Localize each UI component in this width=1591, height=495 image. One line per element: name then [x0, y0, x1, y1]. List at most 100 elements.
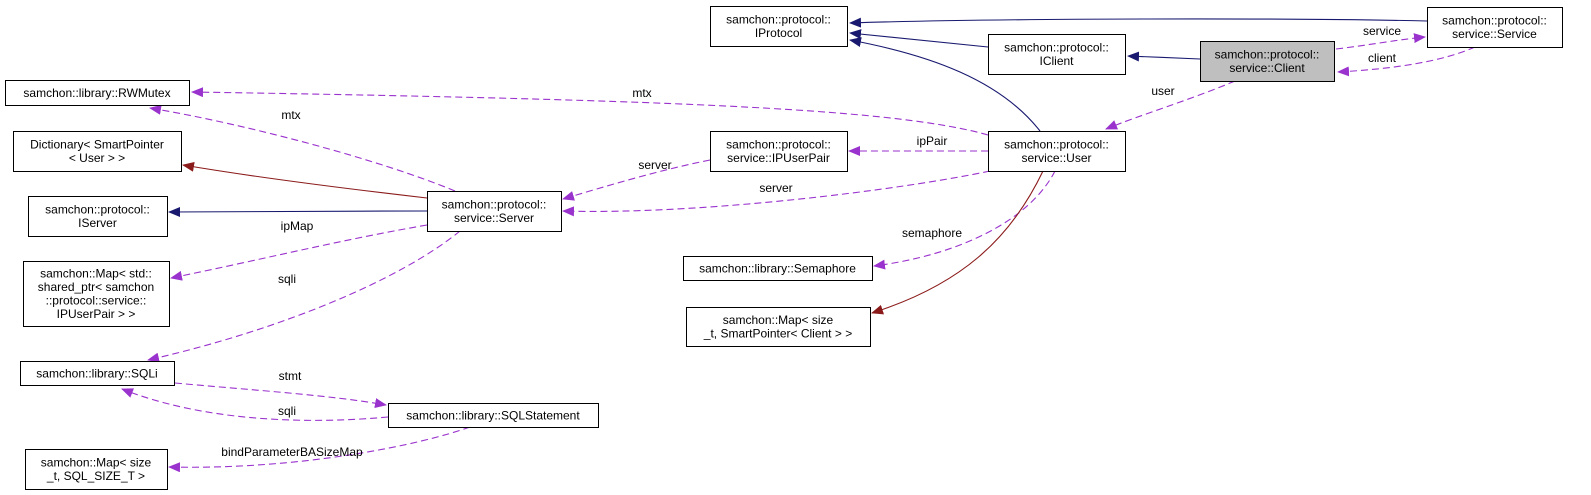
edge-label-user-semaphore: semaphore [902, 226, 962, 240]
class-node-dictionary[interactable]: Dictionary< SmartPointer< User > > [13, 131, 182, 172]
edge-sqlstatement-sqli [121, 388, 389, 421]
edge-label-user-server: server [759, 181, 792, 195]
edge-service-iprotocol [849, 17, 1428, 28]
edge-labels-layer: service client user mtx ipPair server server se… [221, 24, 1401, 459]
class-node-label-line: service::User [1021, 151, 1091, 165]
class-node-semaphore[interactable]: samchon::library::Semaphore [683, 256, 873, 281]
class-node-box [710, 131, 848, 172]
class-node-box [25, 449, 168, 490]
edge-user-semaphore [873, 170, 1056, 270]
class-node-box [686, 307, 871, 347]
class-node-ipuserpair[interactable]: samchon::protocol::service::IPUserPair [710, 131, 848, 172]
edge-label-service-client: client [1368, 51, 1397, 65]
class-node-label-line: samchon::protocol:: [1442, 14, 1547, 28]
edge-label-server-map_ipuserpair: ipMap [281, 219, 314, 233]
class-node-label-line: IProtocol [755, 26, 802, 40]
edge-label-user-rwmutex: mtx [632, 86, 651, 100]
class-node-label-line: IClient [1039, 54, 1074, 68]
class-node-label-line: service::IPUserPair [727, 151, 830, 165]
edge-label-client-service: service [1363, 24, 1401, 38]
class-node-server[interactable]: samchon::protocol::service::Server [427, 191, 562, 232]
class-node-label-line: samchon::Map< size [41, 456, 152, 470]
edge-sqlstatement-map_sql_size [168, 426, 471, 473]
class-node-box [5, 80, 190, 106]
class-node-box [388, 403, 599, 428]
edge-user-iprotocol [849, 37, 1041, 132]
class-node-label-line: _t, SQL_SIZE_T > [46, 469, 145, 483]
class-node-iclient[interactable]: samchon::protocol::IClient [988, 34, 1126, 75]
class-node-label-line: samchon::protocol:: [1004, 41, 1109, 55]
class-node-label-line: samchon::Map< std:: [40, 267, 152, 281]
edge-label-sqlstatement-sqli: sqli [278, 404, 296, 418]
class-node-sqlstatement[interactable]: samchon::library::SQLStatement [388, 403, 599, 428]
edge-server-sqli [147, 230, 461, 363]
class-node-sqli[interactable]: samchon::library::SQLi [20, 361, 175, 386]
edge-user-server [562, 170, 991, 217]
edge-server-dictionary [182, 161, 428, 199]
edge-label-sqli-sqlstatement: stmt [279, 369, 302, 383]
nodes-layer: samchon::protocol::service::Clientsamcho… [5, 6, 1563, 490]
class-node-label-line: samchon::Map< size [723, 313, 834, 327]
class-node-iprotocol[interactable]: samchon::protocol::IProtocol [710, 6, 848, 47]
edge-server-iserver [168, 206, 428, 217]
class-node-label-line: ::protocol::service:: [46, 294, 147, 308]
class-node-label-line: samchon::protocol:: [726, 13, 831, 27]
class-node-box [20, 361, 175, 386]
class-node-label-line: service::Service [1452, 27, 1537, 41]
class-node-box [988, 34, 1126, 75]
edge-label-client-user: user [1151, 84, 1174, 98]
class-node-label-line: samchon::protocol:: [45, 203, 150, 217]
class-node-label-line: samchon::library::SQLStatement [406, 408, 580, 422]
class-node-label-line: service::Client [1229, 61, 1305, 75]
class-node-box [988, 131, 1126, 172]
edge-label-sqlstatement-map_sql_size: bindParameterBASizeMap [221, 445, 363, 459]
edge-service-client [1337, 46, 1476, 77]
edge-label-server-sqli: sqli [278, 272, 296, 286]
class-node-label-line: Dictionary< SmartPointer [30, 138, 164, 152]
class-node-user[interactable]: samchon::protocol::service::User [988, 131, 1126, 172]
class-node-label-line: samchon::library::SQLi [36, 366, 157, 380]
class-node-box [1200, 41, 1335, 82]
class-node-label-line: samchon::protocol:: [442, 198, 547, 212]
edge-client-user [1105, 80, 1236, 130]
edge-sqli-sqlstatement [174, 382, 387, 408]
class-node-rwmutex[interactable]: samchon::library::RWMutex [5, 80, 190, 106]
class-node-box [28, 196, 168, 237]
class-node-label-line: _t, SmartPointer< Client > > [703, 327, 852, 341]
edge-client-service [1335, 33, 1426, 50]
class-node-label-line: samchon::library::RWMutex [23, 86, 170, 100]
class-node-iserver[interactable]: samchon::protocol::IServer [28, 196, 168, 237]
edge-label-user-ipuserpair: ipPair [917, 134, 948, 148]
class-node-label-line: samchon::protocol:: [1215, 48, 1320, 62]
class-node-box [710, 6, 848, 47]
edge-server-rwmutex [149, 104, 456, 192]
class-node-label-line: shared_ptr< samchon [38, 280, 154, 294]
class-node-label-line: IPUserPair > > [57, 307, 136, 321]
class-node-label-line: samchon::protocol:: [726, 138, 831, 152]
edges-layer [121, 17, 1476, 473]
edge-client-iclient [1127, 51, 1201, 62]
class-node-map_client[interactable]: samchon::Map< size_t, SmartPointer< Clie… [686, 307, 871, 347]
class-node-client[interactable]: samchon::protocol::service::Client [1200, 41, 1335, 82]
edge-user-map_client [871, 170, 1044, 315]
class-node-map_sql_size[interactable]: samchon::Map< size_t, SQL_SIZE_T > [25, 449, 168, 490]
edge-user-rwmutex [191, 87, 989, 136]
class-node-label-line: IServer [78, 216, 117, 230]
edge-label-ipuserpair-server: server [638, 158, 671, 172]
edge-server-map_ipuserpair [170, 224, 428, 281]
class-node-box [427, 191, 562, 232]
class-node-label-line: < User > > [69, 151, 125, 165]
class-node-label-line: samchon::protocol:: [1004, 138, 1109, 152]
edge-ipuserpair-server [562, 159, 711, 201]
class-node-map_ipuserpair[interactable]: samchon::Map< std::shared_ptr< samchon::… [23, 261, 170, 327]
class-node-box [23, 261, 170, 327]
class-node-label-line: service::Server [454, 211, 534, 225]
edge-iclient-iprotocol [849, 29, 989, 48]
edge-label-server-rwmutex: mtx [281, 108, 300, 122]
class-node-box [13, 131, 182, 172]
class-node-box [683, 256, 873, 281]
class-node-box [1427, 7, 1563, 48]
class-node-service[interactable]: samchon::protocol::service::Service [1427, 7, 1563, 48]
class-node-label-line: samchon::library::Semaphore [699, 261, 856, 275]
